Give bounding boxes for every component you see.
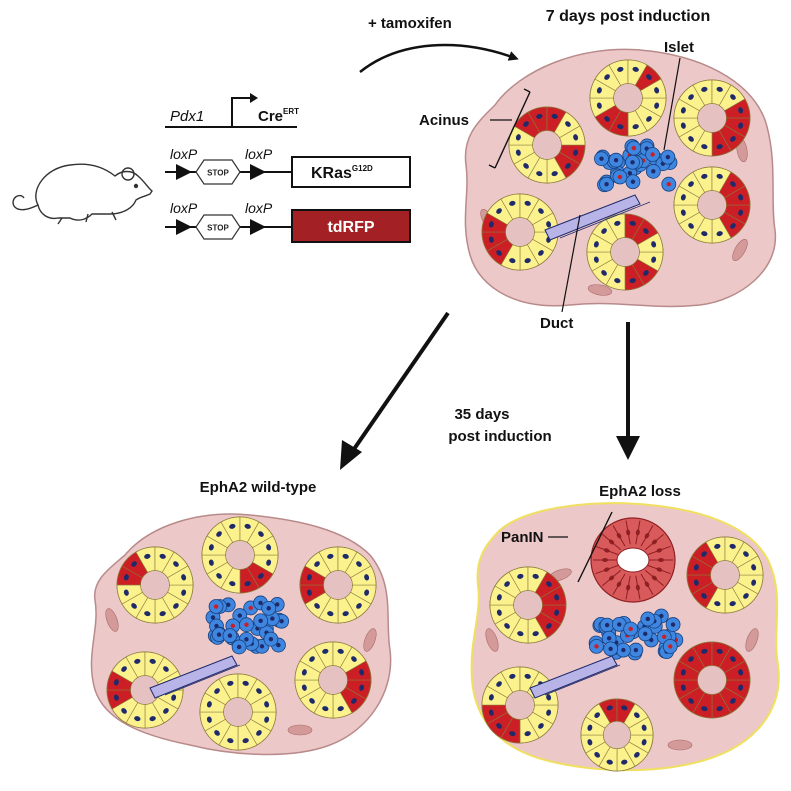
acinus-label: Acinus xyxy=(419,112,469,129)
tdrfp-label: tdRFP xyxy=(327,219,374,236)
islet-cluster-wildtype xyxy=(205,595,290,655)
panin-lesion xyxy=(590,517,676,603)
acinus-bracket xyxy=(494,91,531,169)
acinus-cell-cluster xyxy=(508,106,586,184)
duct-loss xyxy=(529,655,621,699)
duct-wildtype xyxy=(149,655,241,699)
panin-label: PanIN xyxy=(501,529,544,546)
day7-title: 7 days post induction xyxy=(546,8,710,25)
acinus-cell-cluster xyxy=(199,673,277,751)
islet-label: Islet xyxy=(664,39,694,56)
tamoxifen-label: + tamoxifen xyxy=(368,15,452,32)
tissue-loss xyxy=(470,502,780,772)
cre-label: Cre xyxy=(258,108,283,125)
acinus-cell-cluster xyxy=(586,213,664,291)
svg-text:CreERT: CreERT xyxy=(258,107,299,125)
kras-box xyxy=(291,156,411,188)
acinus-cell-cluster xyxy=(673,166,751,244)
acinus-cell-cluster xyxy=(580,698,654,772)
tdrfp-box xyxy=(291,209,411,243)
acinus-cell-cluster xyxy=(106,651,184,729)
loxp-site-icon xyxy=(250,164,266,180)
stop-cassette xyxy=(195,214,241,240)
day35-line1: 35 days xyxy=(454,406,509,423)
loxp-label-1a: loxP xyxy=(170,146,198,162)
duct-day7 xyxy=(544,194,651,241)
stop-label-2: STOP xyxy=(207,224,229,233)
arrow-to-wildtype xyxy=(350,311,450,454)
wildtype-title: EphA2 wild-type xyxy=(200,479,317,496)
acinus-cell-cluster xyxy=(589,59,667,137)
kras-label: KRas xyxy=(311,165,352,182)
islet-cluster-loss xyxy=(588,608,684,661)
acinus-cell-cluster xyxy=(116,546,194,624)
acinus-cell-cluster xyxy=(673,641,751,719)
loxp-label-1b: loxP xyxy=(245,146,273,162)
stop-label: STOP xyxy=(207,169,229,178)
loxp-site-icon xyxy=(176,164,192,180)
mouse-icon xyxy=(12,163,153,225)
loxp-label-2a: loxP xyxy=(170,200,198,216)
tissue-day7 xyxy=(464,48,777,308)
acinus-cell-cluster xyxy=(489,566,567,644)
duct-label: Duct xyxy=(540,315,573,332)
acinus-cell-cluster xyxy=(481,193,559,271)
acinus-cell-cluster xyxy=(686,536,764,614)
genetic-construct: Pdx1 CreERT loxP loxP STOP KRasG12D loxP… xyxy=(165,93,411,243)
promoter-arrow-icon xyxy=(231,97,252,127)
kras-superscript: G12D xyxy=(352,164,373,173)
stop-cassette xyxy=(195,159,241,185)
islet-cluster-day7 xyxy=(594,138,678,193)
cre-superscript: ERT xyxy=(283,107,299,116)
day35-line2: post induction xyxy=(448,428,551,445)
panin-bracket xyxy=(577,511,613,583)
tissue-wildtype xyxy=(90,513,392,756)
loxp-site-icon xyxy=(176,219,192,235)
svg-text:KRasG12D: KRasG12D xyxy=(311,164,373,182)
promoter-label: Pdx1 xyxy=(170,108,204,125)
loxp-site-icon xyxy=(250,219,266,235)
loss-title: EphA2 loss xyxy=(599,483,681,500)
tamoxifen-arrow xyxy=(359,43,519,73)
acinus-cell-cluster xyxy=(294,641,372,719)
acinus-cell-cluster xyxy=(673,79,751,157)
acinus-cell-cluster xyxy=(481,666,559,744)
acinus-cell-cluster xyxy=(201,516,279,594)
loxp-label-2b: loxP xyxy=(245,200,273,216)
acinus-cell-cluster xyxy=(299,546,377,624)
